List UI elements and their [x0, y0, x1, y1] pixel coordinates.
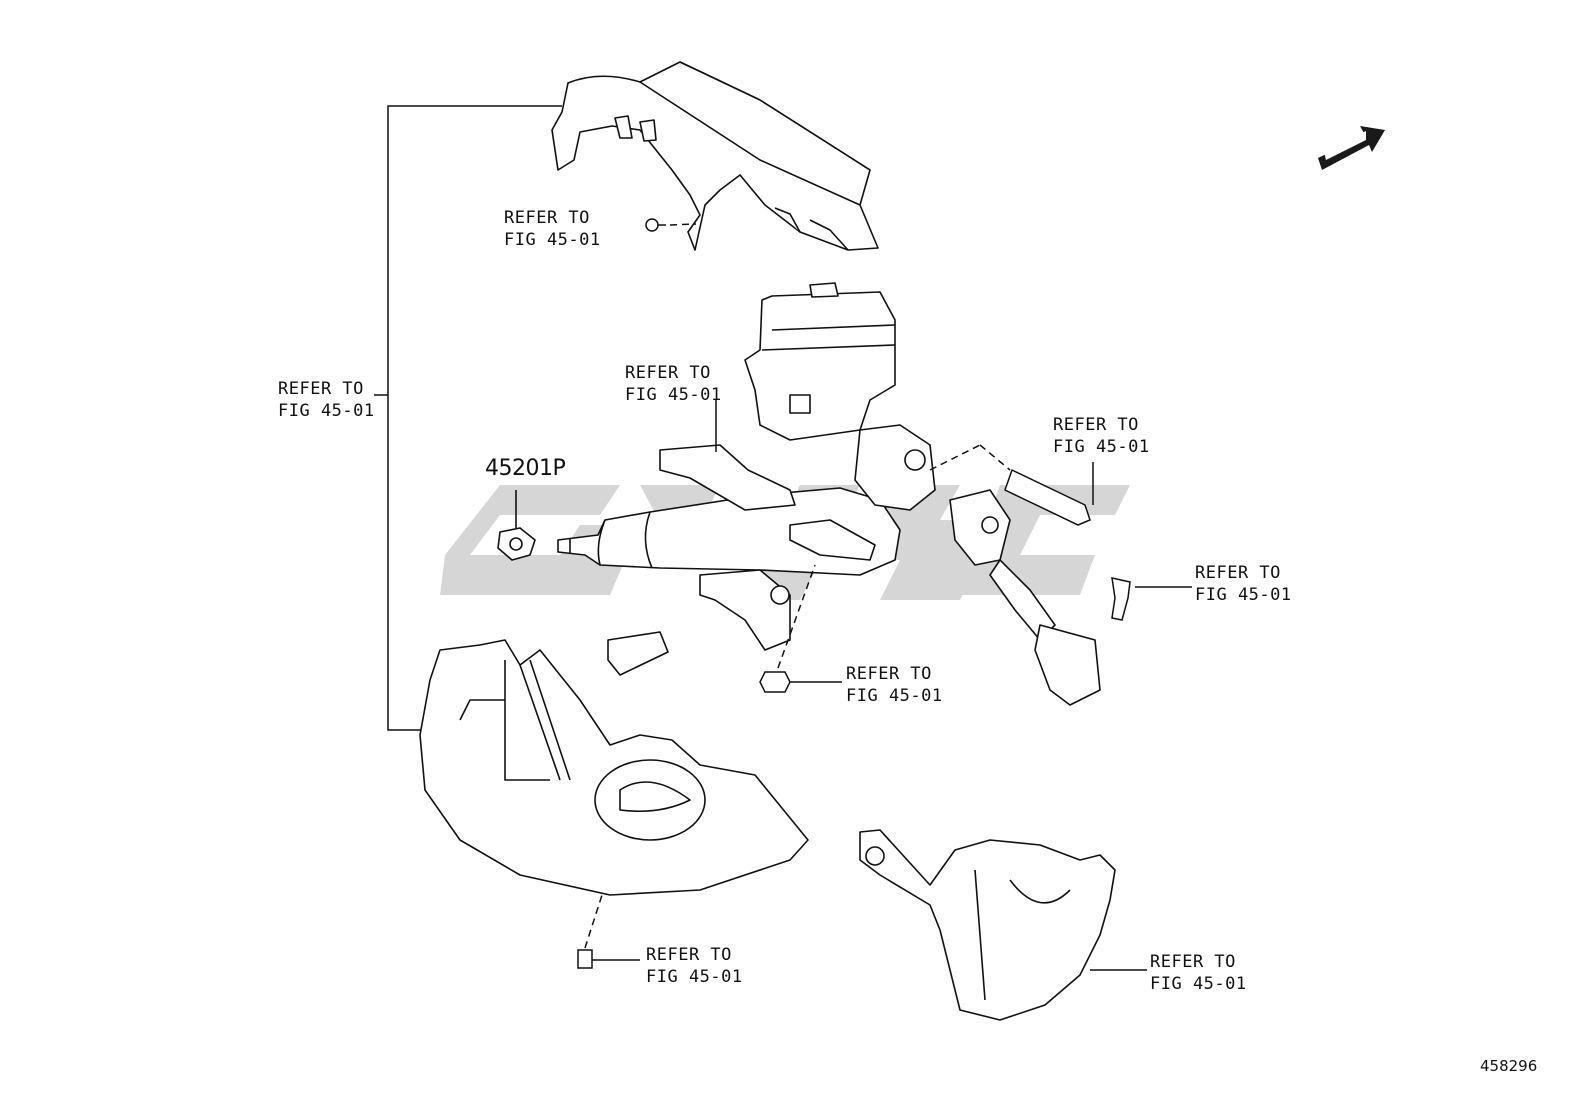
steering-column-tube [557, 487, 901, 576]
column-nut-45201p-icon [497, 490, 536, 561]
eps-motor-housing [744, 282, 896, 441]
cover-group-bracket-line [374, 105, 562, 731]
lower-column-cover [419, 639, 809, 896]
shaft-bolt-icon [929, 444, 1091, 526]
upper-cover-screw-icon [645, 218, 697, 232]
upper-column-cover [551, 61, 879, 251]
intermediate-shaft [854, 424, 1101, 706]
column-mounting-bracket [607, 444, 876, 676]
side-bolt-icon [1111, 577, 1192, 621]
column-hole-cover [859, 829, 1116, 1021]
part-number-label[interactable]: 45201P [485, 456, 566, 481]
lower-cover-screw-icon [577, 894, 640, 969]
fwd-arrow-icon [1318, 126, 1385, 170]
illustration-number: 458296 [1480, 1057, 1538, 1075]
callout-leaders [715, 400, 1147, 971]
lower-nut-icon [759, 564, 842, 693]
